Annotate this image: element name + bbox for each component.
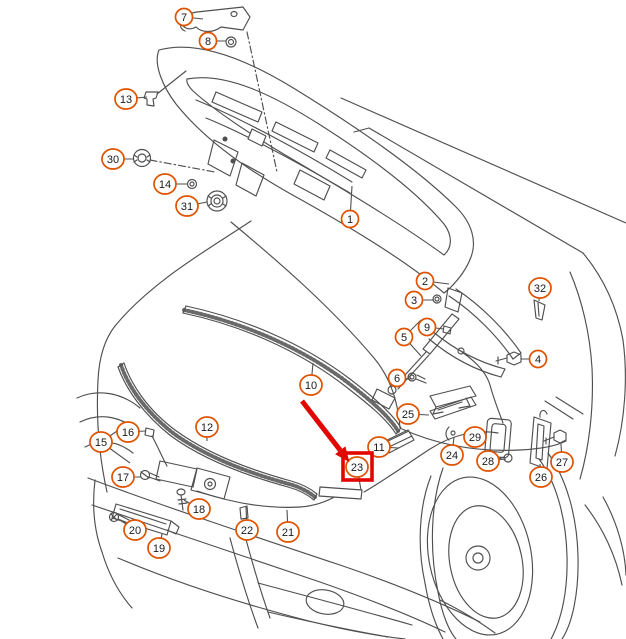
callout-number-8: 8 — [205, 36, 211, 48]
body-right-side — [340, 97, 626, 586]
callout-number-17: 17 — [117, 472, 129, 484]
callout-23[interactable]: 23 — [345, 456, 369, 491]
callout-2[interactable]: 2 — [415, 271, 450, 291]
callout-number-18: 18 — [193, 504, 205, 516]
callout-number-16: 16 — [122, 427, 134, 439]
callout-26[interactable]: 26 — [529, 463, 553, 488]
callout-21[interactable]: 21 — [276, 509, 300, 543]
callout-number-21: 21 — [282, 527, 294, 539]
callout-number-28: 28 — [482, 456, 494, 468]
callout-number-12: 12 — [201, 422, 213, 434]
callout-number-3: 3 — [411, 295, 417, 307]
callout-31[interactable]: 31 — [175, 195, 208, 217]
callout-number-11: 11 — [373, 442, 384, 454]
highlight-arrow-head — [335, 446, 350, 463]
callout-number-5: 5 — [401, 332, 407, 344]
callout-16[interactable]: 16 — [116, 421, 146, 443]
callout-32[interactable]: 32 — [528, 277, 552, 302]
callout-number-14: 14 — [159, 179, 171, 191]
callout-number-10: 10 — [305, 380, 317, 392]
callout-8[interactable]: 8 — [198, 31, 227, 51]
callout-number-26: 26 — [535, 472, 547, 484]
body-front — [76, 220, 567, 639]
highlight-box — [341, 451, 374, 482]
callout-24[interactable]: 24 — [440, 436, 464, 466]
callout-number-7: 7 — [181, 12, 187, 24]
callout-number-24: 24 — [446, 450, 458, 462]
front-wheel — [419, 452, 579, 639]
callout-number-27: 27 — [556, 457, 568, 469]
callout-25[interactable]: 25 — [396, 403, 430, 425]
callout-17[interactable]: 17 — [111, 466, 141, 488]
callout-number-4: 4 — [535, 354, 541, 366]
callout-10[interactable]: 10 — [299, 362, 323, 396]
callout-number-30: 30 — [107, 154, 119, 166]
hub — [465, 545, 491, 571]
highlight-layer — [300, 399, 374, 482]
callout-12[interactable]: 12 — [195, 416, 219, 441]
rim — [448, 505, 524, 619]
callout-number-22: 22 — [241, 525, 253, 537]
fog-lamp — [305, 589, 345, 615]
callout-3[interactable]: 3 — [404, 290, 435, 310]
tire — [426, 476, 534, 636]
callout-number-6: 6 — [394, 373, 400, 385]
line-art — [76, 6, 626, 639]
callout-number-2: 2 — [422, 276, 428, 288]
callout-19[interactable]: 19 — [147, 533, 171, 559]
callout-number-19: 19 — [153, 543, 165, 555]
callout-number-13: 13 — [120, 94, 132, 106]
callout-1[interactable]: 1 — [340, 185, 360, 229]
hood-lock-assembly — [108, 427, 231, 536]
callout-22[interactable]: 22 — [235, 506, 259, 541]
hinge-arm — [428, 288, 522, 415]
callout-number-1: 1 — [347, 214, 353, 226]
wedge-32 — [533, 299, 546, 321]
callout-28[interactable]: 28 — [476, 450, 507, 472]
callout-14[interactable]: 14 — [153, 173, 187, 195]
hood-panel — [156, 46, 475, 294]
callout-30[interactable]: 30 — [101, 148, 133, 170]
callout-number-23: 23 — [351, 462, 363, 474]
callout-5[interactable]: 5 — [394, 319, 422, 357]
seal-strip-front — [117, 362, 318, 501]
callout-number-9: 9 — [424, 322, 430, 334]
callout-number-32: 32 — [534, 283, 546, 295]
callout-13[interactable]: 13 — [114, 88, 148, 110]
callout-18[interactable]: 18 — [183, 498, 211, 520]
callout-29[interactable]: 29 — [463, 426, 488, 448]
callout-number-15: 15 — [95, 437, 107, 449]
callout-4[interactable]: 4 — [521, 349, 548, 369]
callout-20[interactable]: 20 — [119, 519, 147, 541]
callout-9[interactable]: 9 — [417, 317, 445, 337]
callout-number-29: 29 — [469, 432, 481, 444]
highlight-arrow-shaft — [300, 399, 343, 452]
callout-number-31: 31 — [181, 201, 193, 213]
callout-7[interactable]: 7 — [174, 7, 204, 27]
callout-15[interactable]: 15 — [89, 428, 131, 464]
callout-6[interactable]: 6 — [387, 368, 413, 388]
callout-number-20: 20 — [129, 525, 141, 537]
callout-27[interactable]: 27 — [550, 443, 574, 473]
seal-strip-rear — [182, 305, 402, 435]
callout-number-25: 25 — [402, 409, 414, 421]
jamb-release — [429, 347, 567, 470]
